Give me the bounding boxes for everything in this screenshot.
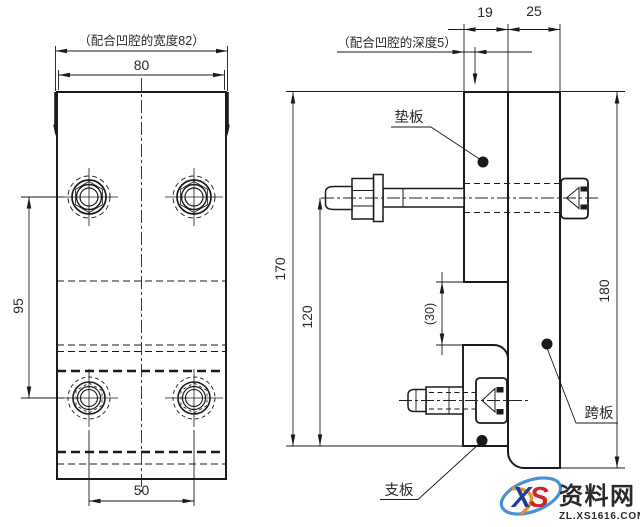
label-backing-plate-text: 垫板 — [395, 108, 424, 126]
dim-19-25 — [448, 24, 561, 91]
dim-30-text: (30) — [423, 303, 437, 325]
dim-width-80 — [58, 70, 225, 90]
watermark-site-name: 资料网 — [559, 483, 636, 510]
label-backing-plate: 垫板 — [391, 108, 489, 168]
side-view: 19 25 （配合凹腔的深度5） 170 120 (30) 180 — [272, 3, 625, 500]
dim-180-text: 180 — [596, 279, 612, 303]
dim-cavity-width-note: （配合凹腔的宽度82） — [78, 33, 204, 48]
dim-cavity-depth — [337, 47, 532, 83]
front-view: （配合凹腔的宽度82） 80 95 50 — [10, 33, 230, 506]
label-bridge-plate: 跨板 — [541, 338, 618, 424]
side-hidden-lines — [429, 183, 560, 410]
bridge-plate-outline — [507, 91, 561, 469]
side-extension-lines — [286, 91, 625, 469]
label-bridge-plate-text: 跨板 — [585, 404, 614, 422]
dim-170-text: 170 — [272, 257, 288, 281]
cavity-edge-lines — [53, 92, 230, 136]
backing-plate-outline — [463, 91, 509, 283]
watermark-site-url: ZL.XS1616.COM — [559, 511, 640, 522]
dim-95-text: 95 — [10, 298, 26, 314]
dim-cavity-width — [55, 46, 228, 91]
dim-50 — [88, 430, 195, 506]
dim-120-text: 120 — [299, 305, 315, 329]
label-support-plate: 支板 — [380, 435, 488, 500]
dim-25-text: 25 — [526, 3, 542, 19]
watermark-logo-ellipse — [499, 476, 563, 516]
dim-cavity-depth-note: （配合凹腔的深度5） — [337, 35, 456, 50]
label-support-plate-text: 支板 — [385, 481, 414, 499]
dim-95 — [21, 196, 64, 399]
dim-19-text: 19 — [477, 4, 493, 20]
watermark: XS 资料网 ZL.XS1616.COM — [499, 476, 640, 522]
dim-width-80-text: 80 — [134, 57, 150, 73]
dim-50-text: 50 — [134, 482, 150, 498]
watermark-logo-text: XS — [510, 482, 549, 514]
